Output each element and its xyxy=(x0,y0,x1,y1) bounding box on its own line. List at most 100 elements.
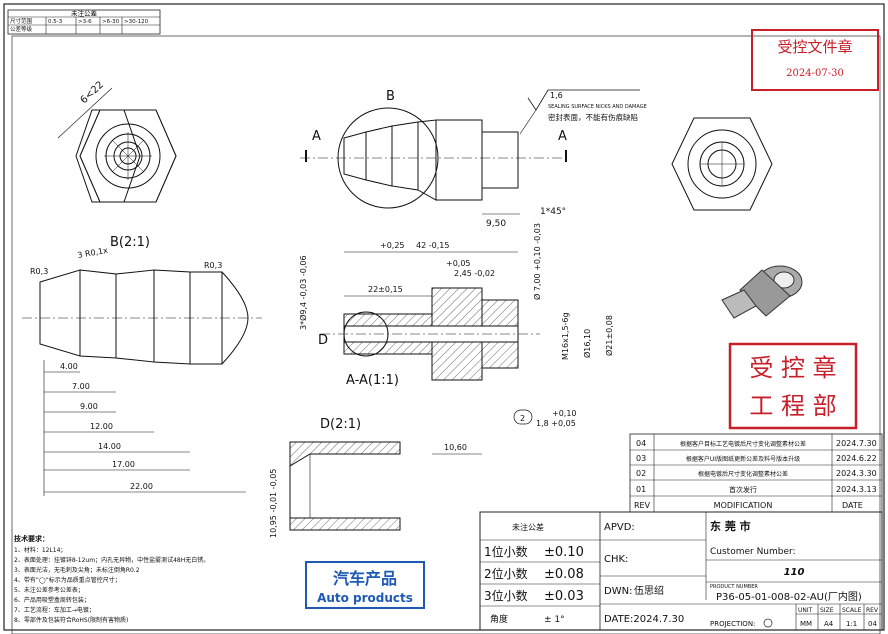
tol-table-row2: 公差等级 xyxy=(10,25,33,33)
roughness-value: 1,6 xyxy=(550,91,563,100)
tb-untol: 未注公差 xyxy=(512,522,544,532)
rev-2-date: 2024.3.30 xyxy=(836,469,877,478)
b-dim-4: 12.00 xyxy=(90,422,113,431)
tb-unit: MM xyxy=(800,620,812,628)
stamp-top-line1: 受控文件章 xyxy=(777,38,852,56)
tb-row3-label: 角度 xyxy=(490,613,508,625)
tb-date: DATE:2024.7.30 xyxy=(604,614,684,625)
detail-b-mark: B xyxy=(386,89,395,104)
tol-table-title: 未注公差 xyxy=(71,9,98,18)
tech-note-0: 技术要求： xyxy=(14,534,49,543)
tb-size-h: SIZE xyxy=(820,607,834,614)
engineering-stamp: 受 控 章 工 程 部 xyxy=(728,342,858,430)
tb-company: 东 莞 市 xyxy=(710,519,751,533)
rev-3-date: 2024.3.13 xyxy=(836,485,877,494)
sheet-border xyxy=(3,3,885,631)
hex-outline-left xyxy=(79,109,177,203)
tb-rev-h: REV xyxy=(866,607,879,614)
aa-d16: Ø16,10 xyxy=(582,329,592,358)
tb-apvd: APVD: xyxy=(604,522,635,533)
tb-chk: CHK: xyxy=(604,554,628,565)
tb-row1-label: 2位小数 xyxy=(484,566,528,581)
detail-d-drawing xyxy=(289,441,401,531)
tol-range-0: 0.5-3 xyxy=(48,19,63,25)
tb-row2-label: 3位小数 xyxy=(484,588,528,603)
hex-dim-line xyxy=(57,87,113,139)
rev-3-rev: 01 xyxy=(636,485,646,494)
aa-sub-tol: +0,05 xyxy=(446,259,471,268)
detail-b-dims xyxy=(43,360,246,496)
tb-customer-number: 110 xyxy=(784,567,805,578)
b-dim-6: 17.00 xyxy=(112,460,135,469)
detail-b-drawing xyxy=(22,269,262,365)
rev-header-rev: REV xyxy=(634,501,651,510)
top-len-label: 9,50 xyxy=(486,219,506,229)
tb-projection: PROJECTION: xyxy=(710,620,755,628)
tol-range-3: >30-120 xyxy=(124,19,149,25)
auto-products-stamp: 汽车产品 Auto products xyxy=(305,561,425,609)
detail-b-title: B(2:1) xyxy=(110,235,150,250)
rev-0-date: 2024.7.30 xyxy=(836,439,877,448)
b-dim-5: 14.00 xyxy=(98,442,121,451)
auto-stamp-en: Auto products xyxy=(317,591,413,605)
detail-d-dia: 10,95 -0,01 -0,05 xyxy=(269,469,278,538)
tb-size: A4 xyxy=(824,620,834,628)
aa-bottom-len: 10,60 xyxy=(444,443,467,452)
tb-dwn: DWN: xyxy=(604,586,632,597)
tech-note-3: 3、表面光洁，无毛刺及尖角；未标注倒角R0.2 xyxy=(14,566,140,574)
rev-0-rev: 04 xyxy=(636,439,646,448)
aa-barb-len: 22±0,15 xyxy=(368,285,403,294)
aa-total: 42 -0,15 xyxy=(416,241,449,250)
aa-d21: Ø21±0,08 xyxy=(604,315,614,356)
surface-note-line2: 密封表面，不能有伤痕缺陷 xyxy=(548,112,638,122)
tech-note-2: 2、表面处理：挂镀锌8-12um；内孔无异物，中性盐雾测试48H无白锈。 xyxy=(14,556,209,564)
tech-note-6: 6、产品用吸塑盒周转包装； xyxy=(14,596,90,604)
auto-stamp-cn: 汽车产品 xyxy=(333,569,397,588)
aa-sub: 2,45 -0,02 xyxy=(454,269,495,278)
tb-scale: 1:1 xyxy=(846,620,857,628)
tb-rev: 04 xyxy=(868,620,877,628)
hex-view-right xyxy=(671,117,773,211)
tb-row2-value: ±0.03 xyxy=(544,589,584,604)
projection-icon xyxy=(763,618,773,628)
tol-range-2: >6-30 xyxy=(102,19,120,25)
aa-bottom: 1,8 +0,05 xyxy=(536,419,576,428)
tolerance-table: 未注公差 尺寸范围 公差等级 0.5-3 >3-6 >6-30 >30-120 xyxy=(7,9,161,35)
tol-range-1: >3-6 xyxy=(78,19,92,25)
aa-bore-dia: 3*Ø9,4 -0,03 -0,06 xyxy=(298,255,308,330)
b-r3-label: R0,3 xyxy=(204,261,222,270)
surface-note: 1,6 SEALING SURFACE NICKS AND DAMAGE 密封表… xyxy=(519,89,647,135)
tb-row0-label: 1位小数 xyxy=(484,544,528,559)
tech-note-4: 4、带有“◯”标示为品质重点管控尺寸； xyxy=(14,576,121,584)
tb-pn-label: PRODUCT NUMBER xyxy=(710,584,758,590)
b-dim-2: 7.00 xyxy=(72,382,90,391)
rev-1-rev: 03 xyxy=(636,454,646,463)
rev-0-mod: 根据客户目标工艺电镀后尺寸变化调整素材公差 xyxy=(680,440,806,448)
aa-bottom-ref: 2 xyxy=(520,414,525,423)
rev-1-date: 2024.6.22 xyxy=(836,454,877,463)
tb-row3-value: ± 1° xyxy=(544,615,565,625)
tb-unit-h: UNIT xyxy=(798,607,813,614)
tb-customer-label: Customer Number: xyxy=(710,547,796,557)
b-dim-7: 22.00 xyxy=(130,482,153,491)
rev-2-rev: 02 xyxy=(636,469,646,478)
aa-thread: M16x1,5-6g xyxy=(561,312,570,360)
b-dim-3: 9.00 xyxy=(80,402,98,411)
stamp-top-date: 2024-07-30 xyxy=(786,68,844,79)
hex-view-left xyxy=(75,109,161,203)
stamp-right-line1: 受 控 章 xyxy=(749,354,836,382)
iso-part-image xyxy=(721,265,803,319)
stamp-right-line2: 工 程 部 xyxy=(749,392,836,420)
aa-total-tol: +0,25 xyxy=(380,241,405,250)
detail-d-title: D(2:1) xyxy=(320,417,361,432)
rev-1-mod: 根据客户UI版图纸更新公差及料号版本升级 xyxy=(686,455,800,463)
rev-header-mod: MODIFICATION xyxy=(714,501,773,510)
side-view-top xyxy=(300,107,570,209)
frame-border xyxy=(11,35,881,634)
chamfer-label: 1*45° xyxy=(540,207,566,217)
surface-note-line1: SEALING SURFACE NICKS AND DAMAGE xyxy=(548,104,647,110)
tech-note-5: 5、未注公差参考公差表； xyxy=(14,586,84,594)
section-aa-drawing xyxy=(320,287,540,381)
rev-header-date: DATE xyxy=(842,501,863,510)
